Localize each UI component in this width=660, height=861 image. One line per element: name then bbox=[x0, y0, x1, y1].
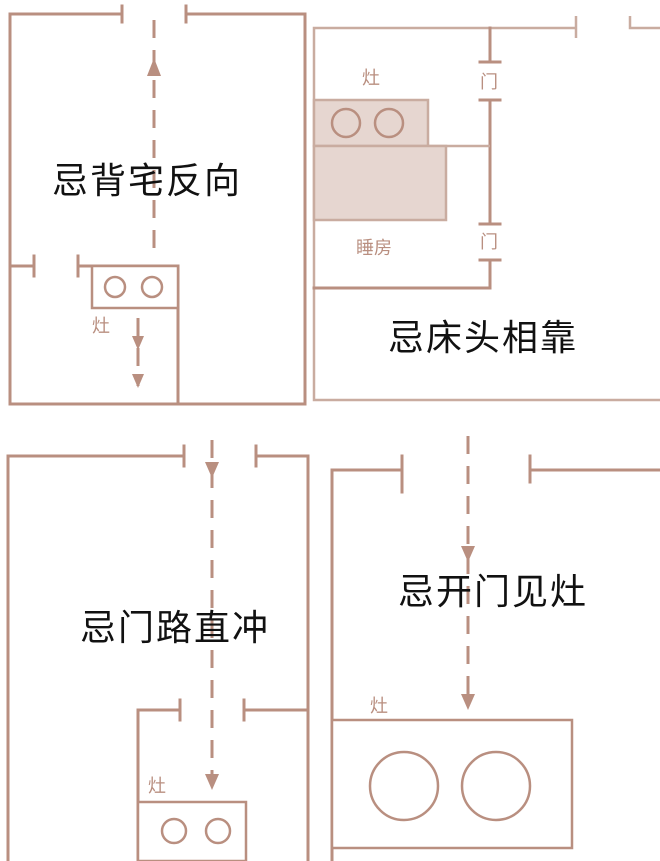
burner-icon bbox=[140, 275, 164, 299]
burner-icon bbox=[204, 817, 232, 845]
door-jamb bbox=[628, 16, 660, 30]
bedroom-label: 睡房 bbox=[356, 238, 392, 259]
arrow-down-icon bbox=[461, 546, 475, 562]
burner-icon bbox=[373, 107, 405, 139]
stove-label: 灶 bbox=[362, 68, 380, 89]
panel-title: 忌门路直冲 bbox=[80, 608, 270, 649]
burner-icon bbox=[103, 275, 127, 299]
room-wall bbox=[6, 454, 186, 861]
stove bbox=[136, 800, 248, 861]
panel-bed-against-stove: 门 门 灶 睡房 忌床头相靠 bbox=[312, 16, 660, 402]
stove-label: 灶 bbox=[370, 696, 388, 717]
burner-icon bbox=[368, 750, 440, 822]
panel-back-to-house: 灶 忌背宅反向 bbox=[8, 4, 307, 406]
bed bbox=[312, 144, 448, 222]
stove-label: 灶 bbox=[148, 776, 166, 797]
room-wall bbox=[254, 454, 310, 861]
panel-title: 忌背宅反向 bbox=[52, 161, 242, 202]
room-wall bbox=[8, 12, 307, 406]
panel-title: 忌床头相靠 bbox=[388, 318, 578, 359]
inner-wall bbox=[312, 258, 492, 290]
stove-label: 灶 bbox=[92, 316, 110, 337]
arrow-down-icon bbox=[132, 374, 144, 388]
burner-icon bbox=[330, 107, 362, 139]
arrow-up-icon bbox=[147, 58, 161, 76]
door-label: 门 bbox=[480, 72, 498, 93]
arrow-down-icon bbox=[132, 336, 144, 350]
arrow-down-icon bbox=[205, 462, 219, 478]
door-label: 门 bbox=[480, 232, 498, 253]
burner-icon bbox=[460, 750, 532, 822]
arrow-down-icon bbox=[461, 694, 475, 710]
stove bbox=[330, 718, 574, 850]
burner-icon bbox=[160, 817, 188, 845]
arrow-down-icon bbox=[205, 774, 219, 790]
panel-door-path-direct: 灶 忌门路直冲 bbox=[6, 440, 310, 861]
panel-title: 忌开门见灶 bbox=[398, 572, 588, 613]
panel-door-sees-stove: 灶 忌开门见灶 bbox=[330, 436, 660, 861]
stove bbox=[90, 264, 180, 310]
